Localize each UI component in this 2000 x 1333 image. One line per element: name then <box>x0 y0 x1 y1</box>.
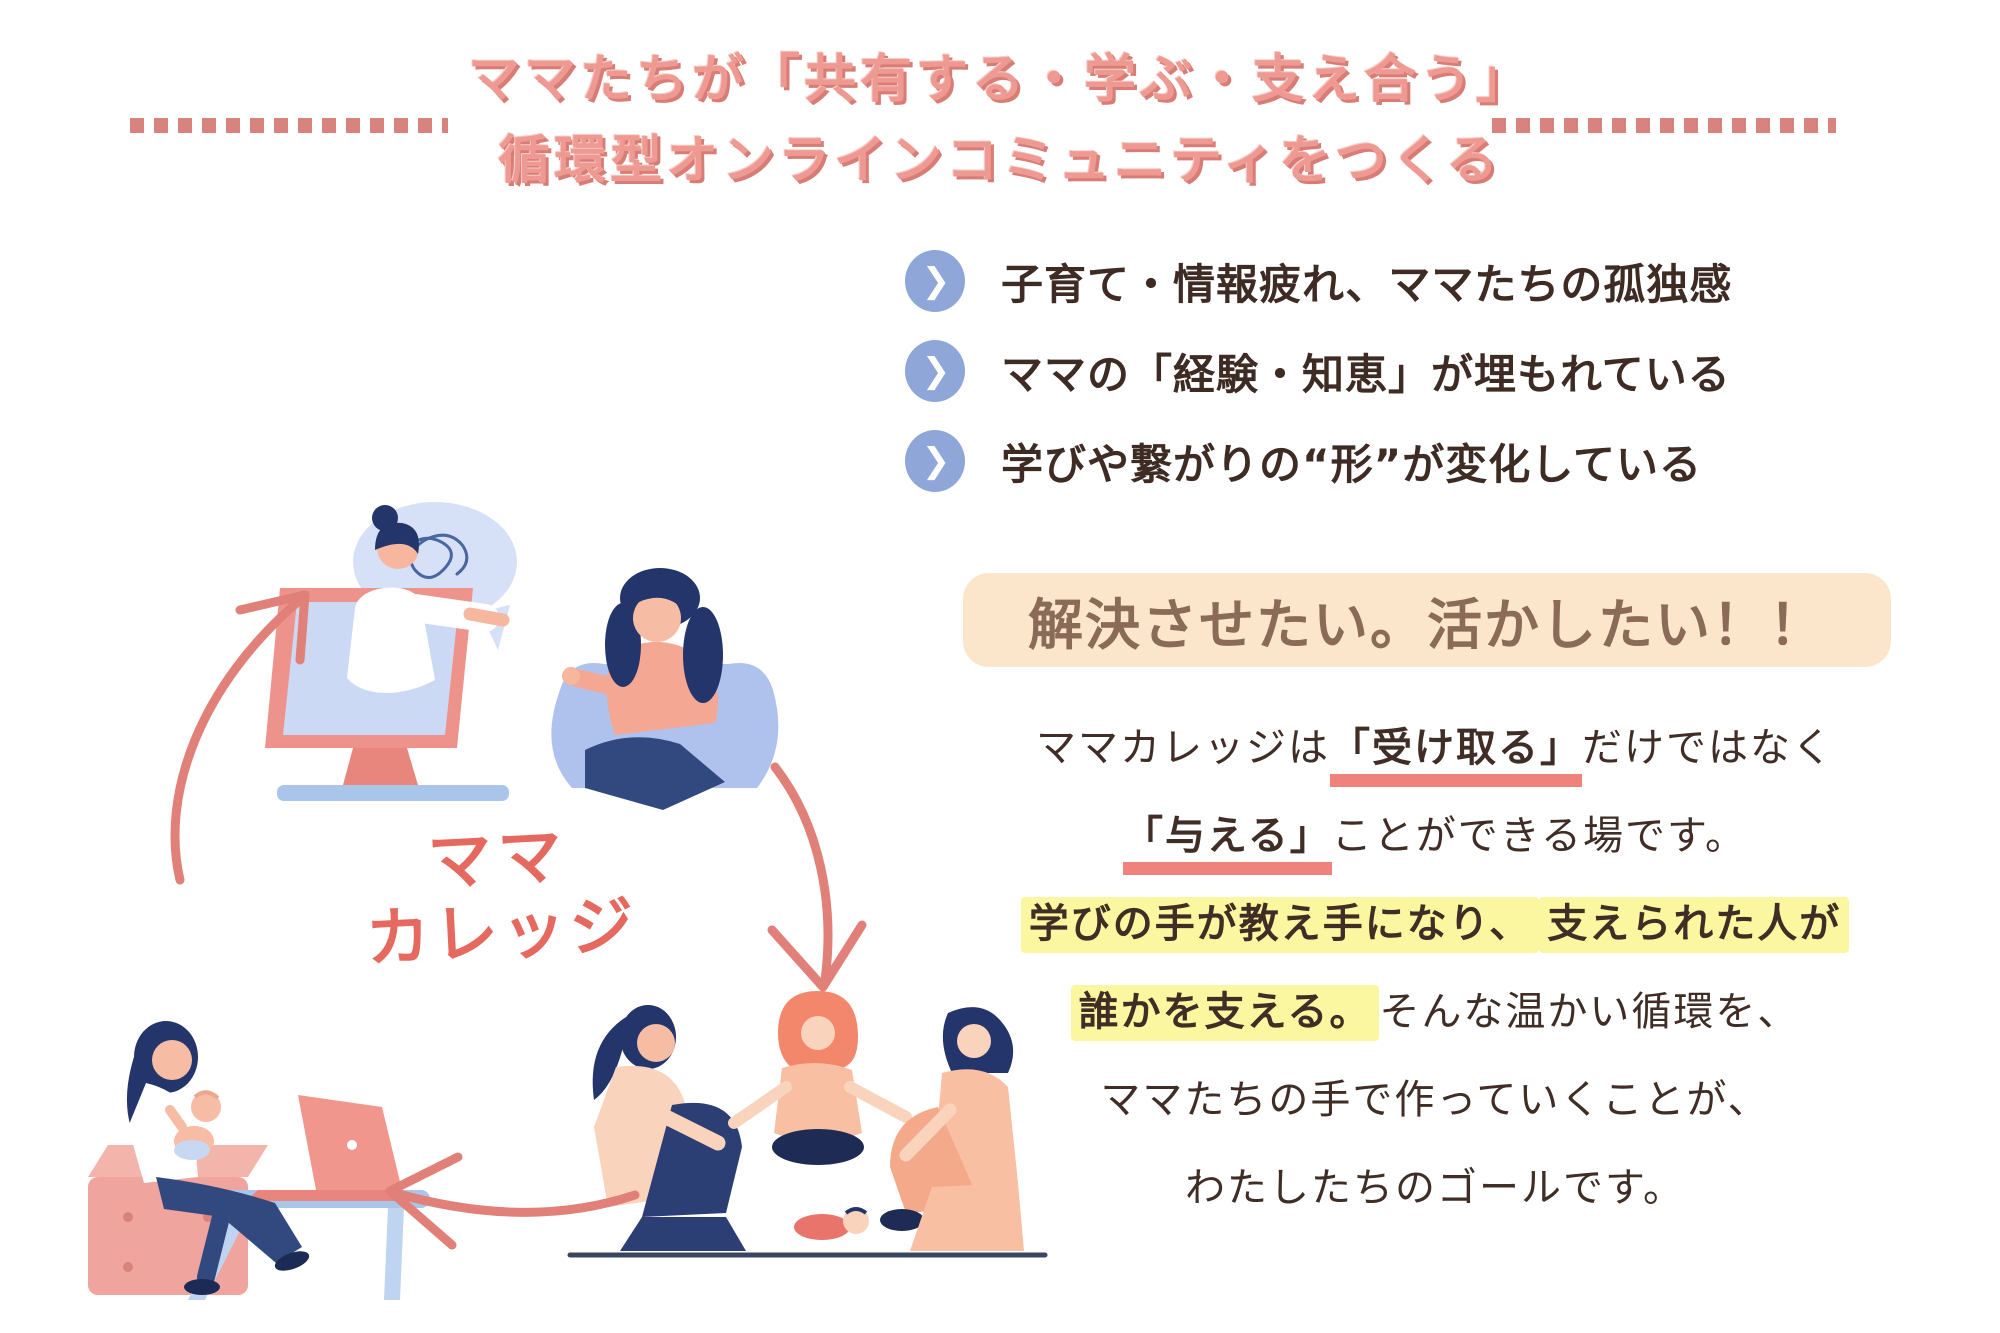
callout-text: 解決させたい。活かしたい！！ <box>1027 593 1826 657</box>
emphasized-underlined-text: 「与える」 <box>1122 813 1332 875</box>
highlighted-text: 学びの手が教え手になり、 <box>1020 897 1540 953</box>
emphasized-underlined-text: 「受け取る」 <box>1330 725 1582 787</box>
paragraph-line: 「与える」ことができる場です。 <box>930 800 1940 888</box>
paragraph-line: ママカレッジは「受け取る」だけではなく <box>930 712 1940 800</box>
chevron-right-icon: ❯ <box>905 340 965 402</box>
illustration-mom-baby-laptop <box>88 1021 430 1300</box>
title-line-2: 循環型オンラインコミュニティをつくる <box>498 130 1502 191</box>
cycle-arrow-left-icon <box>385 1152 640 1250</box>
highlighted-text: 支えられた人が <box>1539 897 1850 953</box>
bullet-label: ママの「経験・知恵」が埋もれている <box>1001 349 1731 399</box>
list-item: ❯ ママの「経験・知恵」が埋もれている <box>905 340 1732 402</box>
chevron-right-icon: ❯ <box>905 250 965 312</box>
illustration-women-group <box>567 991 1048 1258</box>
callout-box: 解決させたい。活かしたい！！ <box>963 573 1891 667</box>
cycle-arrow-up-icon <box>170 590 310 885</box>
cycle-arrow-down-icon <box>767 762 867 992</box>
title-line-1: ママたちが「共有する・学ぶ・支え合う」 <box>467 50 1532 110</box>
title-block: ママたちが「共有する・学ぶ・支え合う」 循環型オンラインコミュニティをつくる <box>0 40 2000 201</box>
paragraph-line: わたしたちのゴールです。 <box>1185 1165 1685 1211</box>
problem-bullet-list: ❯ 子育て・情報疲れ、ママたちの孤独感 ❯ ママの「経験・知恵」が埋もれている … <box>905 250 1732 520</box>
dashed-line-right <box>1492 118 1836 133</box>
bullet-label: 学びや繋がりの“形”が変化している <box>1001 439 1702 489</box>
chevron-right-icon: ❯ <box>905 430 965 492</box>
dashed-line-left <box>130 118 448 133</box>
list-item: ❯ 子育て・情報疲れ、ママたちの孤独感 <box>905 250 1732 312</box>
list-item: ❯ 学びや繋がりの“形”が変化している <box>905 430 1732 492</box>
paragraph-line: 誰かを支える。そんな温かい循環を、 <box>930 976 1940 1064</box>
illustration-online-consultation <box>265 502 779 810</box>
paragraph-line: ママたちの手で作っていくことが、 <box>1100 1077 1770 1123</box>
body-paragraph: ママカレッジは「受け取る」だけではなく 「与える」ことができる場です。 学びの手… <box>930 712 1940 1240</box>
bullet-label: 子育て・情報疲れ、ママたちの孤独感 <box>1001 259 1733 309</box>
highlighted-text: 誰かを支える。 <box>1070 985 1380 1041</box>
cycle-diagram: ママ カレッジ <box>0 380 1080 1333</box>
paragraph-line: 学びの手が教え手になり、支えられた人が <box>930 888 1940 976</box>
